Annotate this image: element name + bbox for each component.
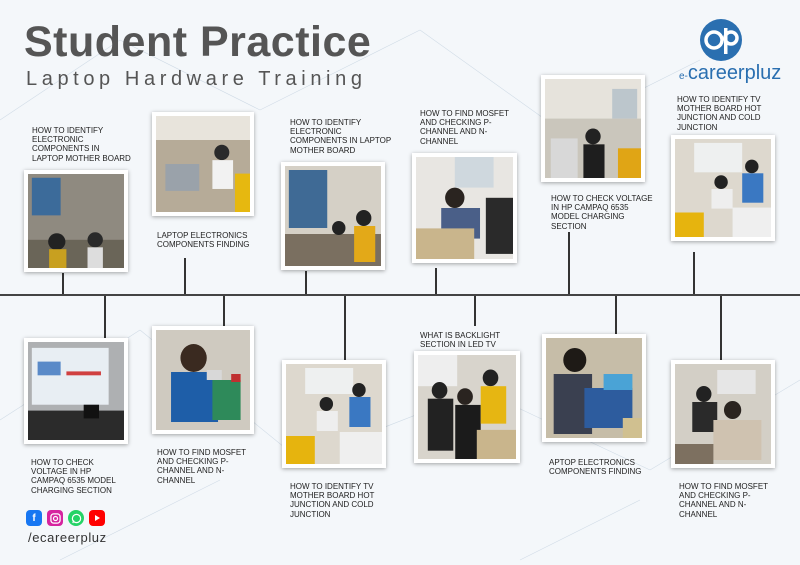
logo-prefix: e- [679, 71, 688, 82]
brand-logo: e-careerpluz [676, 18, 788, 84]
photo-bottom-3 [282, 360, 386, 468]
page-title: Student Practice [24, 18, 372, 66]
photo-bottom-4 [414, 351, 520, 463]
connector-bottom-3 [344, 296, 346, 360]
youtube-icon[interactable] [89, 510, 105, 526]
connector-top-1 [62, 273, 64, 294]
photo-top-5 [541, 75, 645, 182]
social-handle[interactable]: /ecareerpluz [28, 530, 107, 545]
social-links: f [26, 510, 105, 526]
caption-bottom-2: HOW TO FIND MOSFET AND CHECKING P-CHANNE… [157, 448, 246, 485]
caption-top-6: HOW TO IDENTIFY TV MOTHER BOARD HOT JUNC… [677, 95, 762, 132]
facebook-icon[interactable]: f [26, 510, 42, 526]
caption-top-4: HOW TO FIND MOSFET AND CHECKING P-CHANNE… [420, 109, 509, 146]
photo-top-4 [412, 153, 517, 263]
connector-bottom-6 [720, 296, 722, 360]
caption-bottom-5: APTOP ELECTRONICS COMPONENTS FINDING [549, 458, 642, 477]
connector-top-6 [693, 252, 695, 294]
whatsapp-icon[interactable] [68, 510, 84, 526]
photo-bottom-6 [671, 360, 775, 468]
connector-bottom-4 [474, 296, 476, 326]
logo-mark-icon [700, 19, 742, 61]
caption-top-5: HOW TO CHECK VOLTAGE IN HP CAMPAQ 6535 M… [551, 194, 653, 231]
connector-top-2 [184, 258, 186, 294]
caption-bottom-1: HOW TO CHECK VOLTAGE IN HP CAMPAQ 6535 M… [31, 458, 116, 495]
connector-bottom-5 [615, 296, 617, 334]
caption-top-1: HOW TO IDENTIFY ELECTRONIC COMPONENTS IN… [32, 126, 131, 163]
caption-bottom-6: HOW TO FIND MOSFET AND CHECKING P-CHANNE… [679, 482, 768, 519]
page-subtitle: Laptop Hardware Training [26, 68, 367, 90]
connector-bottom-1 [104, 296, 106, 338]
photo-bottom-1 [24, 338, 128, 444]
photo-top-2 [152, 112, 254, 216]
photo-top-3 [281, 162, 385, 270]
photo-bottom-2 [152, 326, 254, 434]
photo-bottom-5 [542, 334, 646, 442]
connector-bottom-2 [223, 296, 225, 326]
caption-top-3: HOW TO IDENTIFY ELECTRONIC COMPONENTS IN… [290, 118, 392, 155]
connector-top-4 [435, 268, 437, 294]
timeline-axis [0, 294, 800, 296]
connector-top-5 [568, 232, 570, 294]
connector-top-3 [305, 271, 307, 294]
caption-bottom-3: HOW TO IDENTIFY TV MOTHER BOARD HOT JUNC… [290, 482, 375, 519]
logo-name: careerpluz [687, 62, 782, 84]
photo-top-1 [24, 170, 128, 272]
photo-top-6 [671, 135, 775, 241]
caption-bottom-4: WHAT IS BACKLIGHT SECTION IN LED TV [420, 331, 501, 350]
caption-top-2: LAPTOP ELECTRONICS COMPONENTS FINDING [157, 231, 250, 250]
instagram-icon[interactable] [47, 510, 63, 526]
logo-wordmark: e-careerpluz [679, 62, 781, 85]
